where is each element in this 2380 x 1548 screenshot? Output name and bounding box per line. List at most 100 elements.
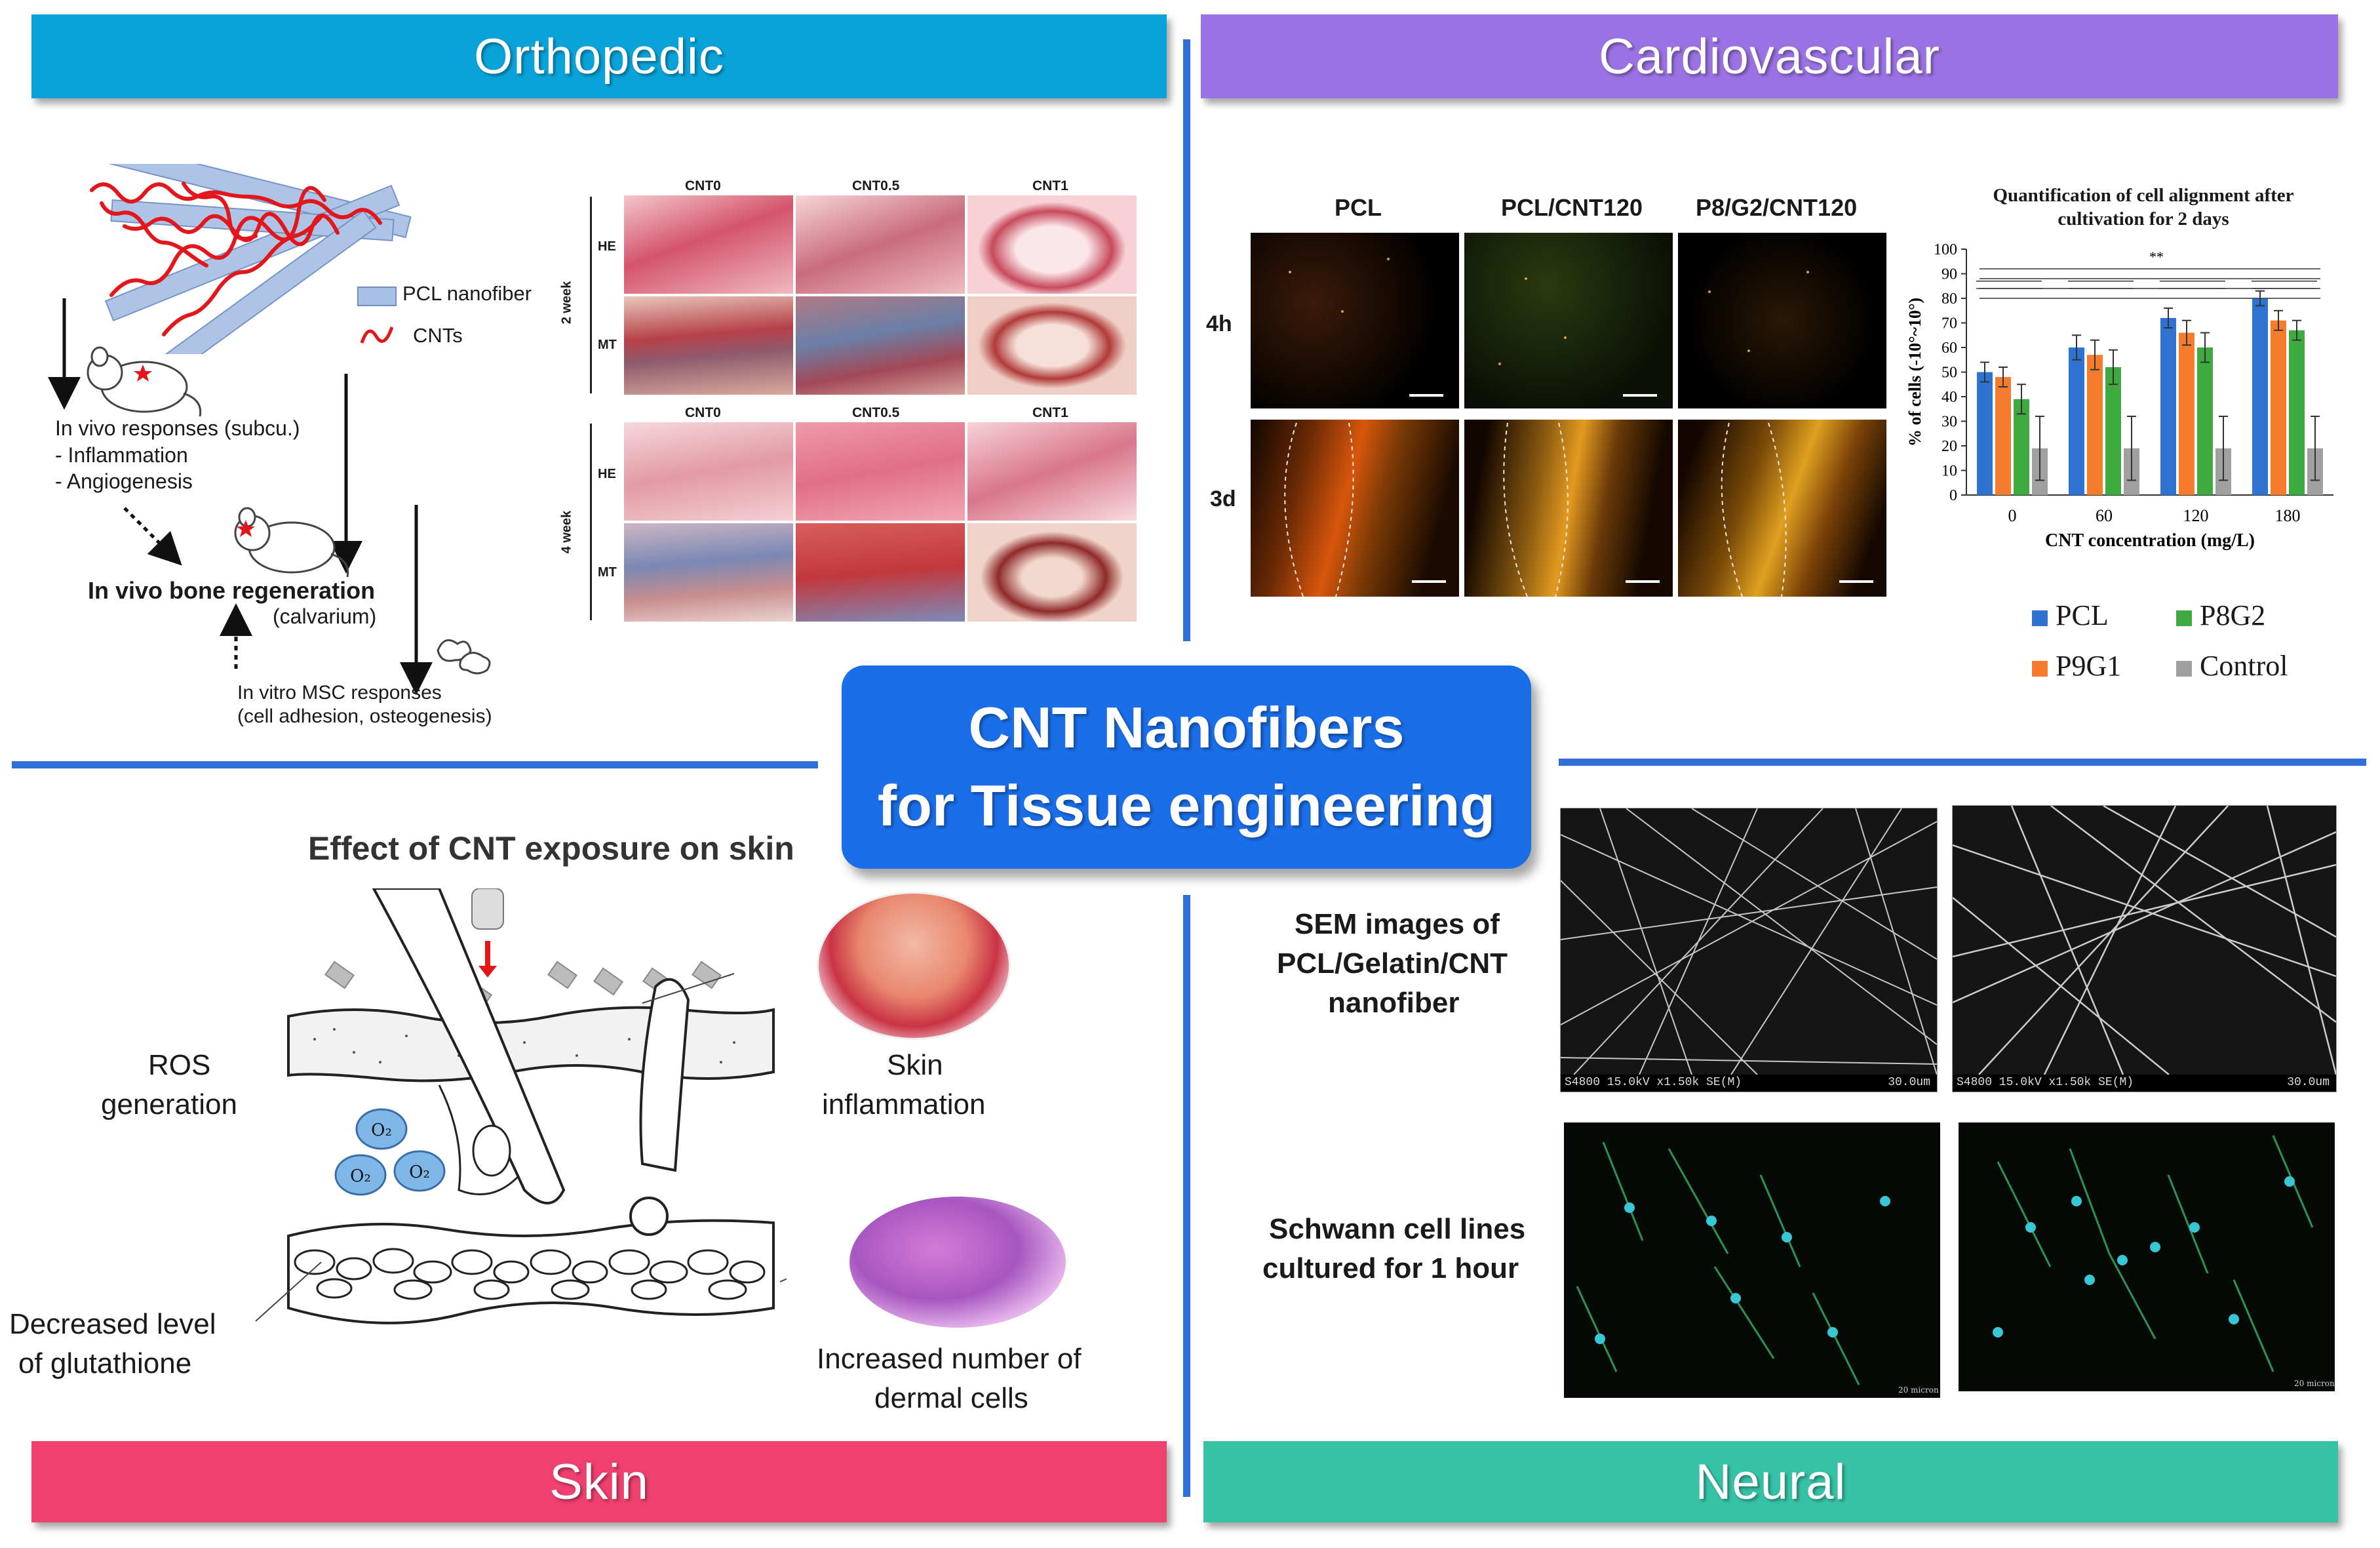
- bone-regeneration-sub: (calvarium): [273, 605, 377, 628]
- legend-item-pcl: PCL: [2032, 599, 2109, 632]
- bar: [1977, 372, 1993, 495]
- histo-week-label: 4 week: [559, 510, 574, 554]
- sem-scale: 30.0um: [1888, 1076, 1930, 1089]
- bone-regeneration-title: In vivo bone regeneration: [88, 577, 376, 604]
- orthopedic-banner: Orthopedic: [31, 14, 1167, 98]
- cardio-col-label: PCL: [1335, 194, 1382, 221]
- histo-col-label: CNT0.5: [852, 405, 900, 420]
- legend-cnt-icon: [360, 327, 394, 344]
- y-tick-label: 70: [1941, 315, 1957, 332]
- vertical-divider-bottom: [1183, 895, 1190, 1497]
- y-tick-label: 40: [1941, 389, 1957, 406]
- bar: [2014, 399, 2029, 495]
- sem-label-bar: S4800 15.0kV x1.50k SE(M)30.0um: [1561, 1075, 1937, 1092]
- o2-label: O₂: [409, 1162, 430, 1182]
- y-tick-label: 90: [1941, 266, 1957, 283]
- histology-image: [796, 523, 965, 622]
- skin-banner: Skin: [31, 1441, 1167, 1522]
- fluorescence-image: [1678, 233, 1886, 408]
- bar: [2087, 355, 2103, 495]
- glutathione-pointer: [255, 1261, 322, 1322]
- skin-diagram-title: Effect of CNT exposure on skin: [308, 830, 794, 867]
- bar: [2105, 367, 2121, 495]
- bar: [2289, 330, 2305, 495]
- bar: [2252, 298, 2268, 495]
- vertical-divider-top: [1183, 39, 1190, 641]
- histology-figure: CNT0 CNT0.5 CNT1 2 week HE MT CNT0 CNT0.…: [551, 177, 1154, 643]
- cells-icon: [437, 639, 491, 675]
- mouse-icon: [87, 346, 202, 417]
- y-tick-label: 100: [1934, 241, 1957, 258]
- sem-caption-line1: SEM images of: [1295, 908, 1500, 940]
- sem-scale: 30.0um: [2287, 1076, 2330, 1089]
- center-title-line1: CNT Nanofibers: [968, 695, 1405, 761]
- sem-label-bar: S4800 15.0kV x1.50k SE(M) 30.0um: [1953, 1075, 2336, 1092]
- cardiovascular-title: Cardiovascular: [1599, 28, 1940, 85]
- neural-banner: Neural: [1203, 1441, 2338, 1522]
- fluorescence-image: [1464, 233, 1673, 408]
- fluo-scale: 20 micron: [1898, 1385, 1939, 1395]
- histo-col-label: CNT0.5: [852, 178, 900, 193]
- dermal-cells-line1: Increased number of: [817, 1343, 1082, 1375]
- y-tick-label: 10: [1941, 463, 1957, 480]
- bar: [2179, 332, 2195, 495]
- chart-legend: PCL P8G2 P9G1 Control: [2032, 593, 2333, 685]
- x-tick-label: 180: [2275, 506, 2301, 525]
- skin-cross-section: [287, 888, 787, 1324]
- histology-image: [624, 422, 793, 521]
- bar: [2160, 318, 2176, 495]
- center-title-line2: for Tissue engineering: [877, 773, 1496, 838]
- cardio-col-label: P8/G2/CNT120: [1696, 194, 1858, 221]
- histo-row-label: MT: [598, 338, 617, 352]
- y-tick-label: 60: [1941, 340, 1957, 357]
- histology-image: [624, 523, 793, 622]
- histo-col-label: CNT1: [1032, 178, 1068, 193]
- histo-col-label: CNT0: [685, 178, 721, 193]
- bar: [2197, 347, 2213, 495]
- bar: [1995, 377, 2011, 495]
- ros-label-line2: generation: [101, 1088, 237, 1121]
- histology-image: [796, 296, 965, 395]
- legend-item-p9g1: P9G1: [2032, 649, 2121, 683]
- histology-image: [796, 195, 965, 294]
- sem-image: S4800 15.0kV x1.50k SE(M)30.0um: [1560, 808, 1938, 1092]
- fluo-scale: 20 micron: [2294, 1379, 2335, 1388]
- histology-image: [967, 195, 1137, 294]
- legend-item-control: Control: [2176, 649, 2288, 683]
- skin-inflammation-line2: inflammation: [822, 1088, 986, 1121]
- horizontal-divider-left: [12, 761, 818, 768]
- y-tick-label: 0: [1949, 487, 1957, 504]
- sem-caption-line2: PCL/Gelatin/CNT: [1277, 947, 1508, 980]
- y-axis-label: % of cells (-10°~10°): [1905, 298, 1924, 447]
- o2-label: O₂: [350, 1166, 371, 1186]
- histo-row-label: HE: [598, 467, 616, 481]
- sem-settings: S4800 15.0kV x1.50k SE(M): [1957, 1076, 2134, 1089]
- significance-label: **: [2149, 248, 2164, 265]
- histology-image: [967, 523, 1137, 622]
- skin-title: Skin: [549, 1454, 649, 1510]
- schwann-cell-image: 20 micron: [1959, 1122, 2335, 1391]
- histo-week-label: 2 week: [559, 281, 574, 325]
- fluorescence-image: [1251, 420, 1459, 597]
- center-title-box: CNT Nanofibers for Tissue engineering: [842, 665, 1531, 869]
- cardio-row-label: 4h: [1206, 311, 1232, 336]
- schwann-caption-line2: cultured for 1 hour: [1262, 1252, 1519, 1284]
- legend-pcl-label: PCL nanofiber: [402, 282, 532, 305]
- histo-row-label: HE: [598, 239, 616, 254]
- bar: [2069, 347, 2084, 495]
- dermal-cells-line2: dermal cells: [874, 1382, 1028, 1414]
- fluorescence-overlays: [1284, 258, 1873, 597]
- x-tick-label: 0: [2008, 506, 2017, 525]
- x-tick-label: 60: [2096, 506, 2113, 525]
- histo-row-label: MT: [598, 565, 617, 580]
- fluorescence-image: [1251, 233, 1459, 408]
- y-tick-label: 30: [1941, 414, 1957, 431]
- histo-col-label: CNT1: [1032, 405, 1068, 420]
- msc-responses-line2: (cell adhesion, osteogenesis): [237, 705, 492, 727]
- fluorescence-image: [1464, 420, 1673, 597]
- histology-image: [624, 195, 793, 294]
- invivo-responses-line2: - Inflammation: [55, 443, 188, 467]
- ros-label-line1: ROS: [148, 1049, 211, 1081]
